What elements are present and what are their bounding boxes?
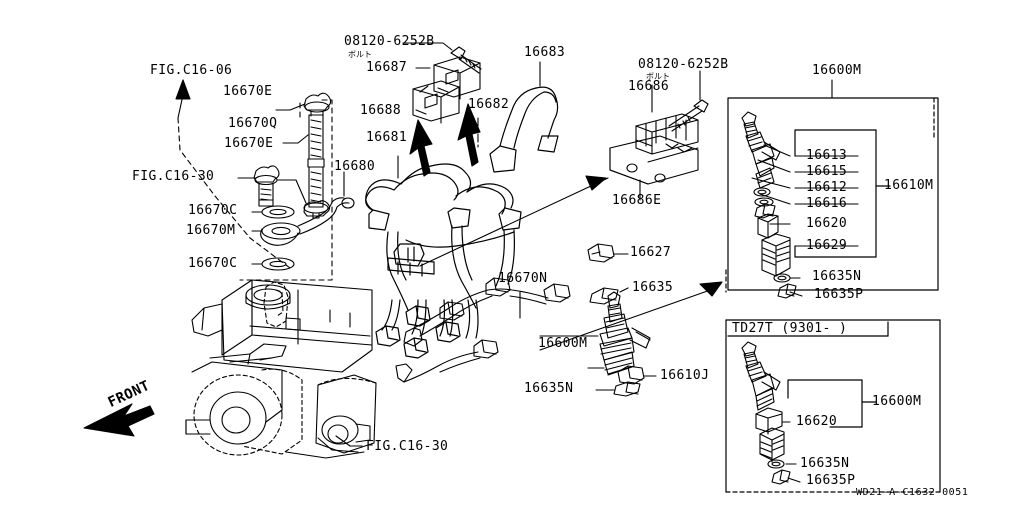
injection-pipe-bundle — [365, 86, 559, 359]
label-16670Q: 16670Q — [228, 116, 278, 131]
label-16670E-a: 16670E — [223, 84, 273, 99]
exploded-injector-lower — [741, 341, 791, 485]
injector-16600M-center — [599, 291, 651, 376]
panel-lower-border — [725, 319, 941, 493]
bolt-08120-6252B-top — [450, 46, 482, 74]
label-16670C-b: 16670C — [188, 256, 238, 271]
panel-lower-item-16635N: 16635N — [800, 456, 850, 471]
injection-pump-body — [185, 279, 377, 459]
fig-c16-06-label: FIG.C16-06 — [150, 63, 233, 78]
bracket-16687 — [433, 56, 481, 100]
label-16682: 16682 — [468, 97, 510, 112]
exploded-injector-upper — [741, 111, 797, 299]
plate-16686 — [635, 113, 699, 155]
leader-16615 — [757, 159, 791, 173]
label-16610J: 16610J — [660, 368, 710, 383]
washer-16670C-b — [261, 257, 295, 271]
label-16688: 16688 — [360, 103, 402, 118]
leader-16635P-lower — [787, 477, 801, 483]
pointer-arrow-16688 — [409, 119, 433, 177]
washer-16627 — [587, 243, 615, 263]
label-16686: 16686 — [628, 79, 670, 94]
panel-upper-title: 16600M — [812, 63, 862, 78]
pointer-line-left — [419, 177, 609, 267]
label-16686E: 16686E — [612, 193, 662, 208]
panel-upper-border — [725, 97, 939, 293]
label-16670C-a: 16670C — [188, 203, 238, 218]
label-bolt-spec-top-jp: ボルト — [348, 50, 372, 59]
panel-upper-item-16616: 16616 — [806, 196, 848, 211]
union-nut — [375, 325, 401, 347]
fuel-line-16670N — [395, 277, 571, 383]
washer-16635N-center — [613, 381, 641, 397]
panel-upper-bracket — [794, 129, 891, 258]
leader-bolt-top — [402, 42, 453, 51]
footer-drawing-code: WD21-A-C1632-0051 — [856, 487, 969, 498]
fig-c16-30-label-left: FIG.C16-30 — [132, 169, 215, 184]
panel-lower-item-16635P: 16635P — [806, 473, 856, 488]
bolt-08120-6252B-right — [668, 99, 709, 132]
panel-lower-title: TD27T (9301- ) — [732, 321, 848, 336]
front-direction-arrow — [83, 403, 155, 437]
fig-c16-06-leader — [175, 79, 291, 269]
fig-c16-30-label-bottom: FIG.C16-30 — [366, 439, 449, 454]
label-16635: 16635 — [632, 280, 674, 295]
banjo-bolt-fig-c16-30 — [242, 165, 280, 207]
label-16670M: 16670M — [186, 223, 236, 238]
leader-fig30-bottom — [335, 435, 363, 447]
pointer-arrow-16687 — [457, 103, 481, 167]
label-16635N-center: 16635N — [524, 381, 574, 396]
union-nut — [435, 321, 461, 343]
leader-16688 — [419, 85, 429, 93]
clamp-rail-16686E — [609, 135, 699, 185]
fuel-hose-assembly-16670 — [239, 92, 333, 281]
pointer-arrow-left — [585, 175, 607, 191]
panel-upper-item-16612: 16612 — [806, 180, 848, 195]
label-16683: 16683 — [524, 45, 566, 60]
panel-upper-item-16613: 16613 — [806, 148, 848, 163]
panel-lower-group-label: 16600M — [872, 394, 922, 409]
label-16680: 16680 — [334, 159, 376, 174]
pointer-line-right — [539, 287, 717, 351]
leader-16670Q — [282, 134, 309, 144]
label-16687: 16687 — [366, 60, 408, 75]
bracket-16688 — [412, 80, 460, 124]
label-16670N: 16670N — [498, 271, 548, 286]
panel-upper-item-16635N: 16635N — [812, 269, 862, 284]
leader-16635 — [619, 287, 629, 293]
washer-16635 — [589, 287, 619, 305]
leader-16612 — [751, 177, 791, 189]
panel-upper-item-16620: 16620 — [806, 216, 848, 231]
leader-16635P-panel — [789, 291, 803, 297]
pointer-arrow-right — [699, 281, 723, 297]
label-16670E-b: 16670E — [224, 136, 274, 151]
label-16600M-center: 16600M — [538, 336, 588, 351]
panel-lower-item-16620: 16620 — [796, 414, 838, 429]
panel-upper-item-16615: 16615 — [806, 164, 848, 179]
label-bolt-spec-right: 08120-6252B — [638, 57, 729, 72]
leader-16670E-a — [275, 103, 306, 111]
leader-16670E-b — [277, 179, 307, 204]
leader-16613 — [763, 144, 791, 157]
washer-16610J — [617, 365, 645, 385]
panel-upper-group-label: 16610M — [884, 178, 934, 193]
panel-upper-item-16629: 16629 — [806, 238, 848, 253]
label-bolt-spec-right-jp: ボルト — [646, 72, 670, 81]
label-bolt-spec-top: 08120-6252B — [344, 34, 435, 49]
panel-upper-item-16635P: 16635P — [814, 287, 864, 302]
label-16627: 16627 — [630, 245, 672, 260]
label-16681: 16681 — [366, 130, 408, 145]
eye-fitting-16670M — [260, 197, 355, 246]
leader-16616 — [759, 193, 791, 205]
panel-lower-bracket — [787, 379, 877, 428]
washer-16670C-a — [261, 205, 295, 219]
union-nut — [403, 337, 429, 359]
